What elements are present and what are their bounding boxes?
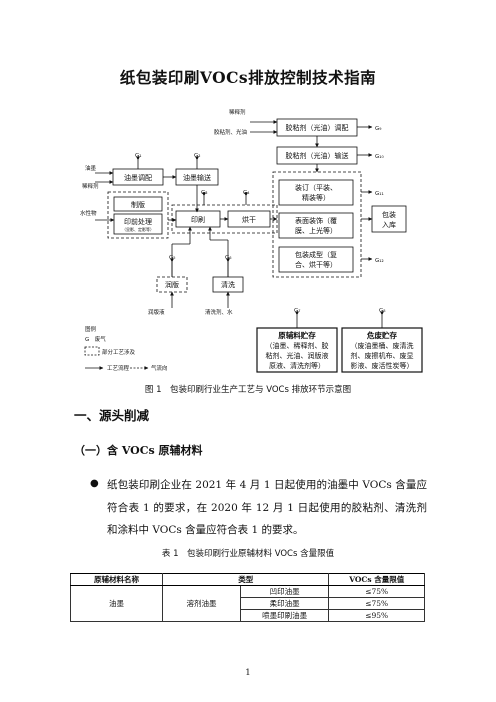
- table-header: 原辅材料名称: [69, 573, 164, 586]
- gas-g1: G₁: [135, 153, 141, 159]
- table-row: 喷墨印刷油墨 ≤95%: [71, 609, 425, 622]
- legend-partial: 部分工艺涉及: [102, 348, 136, 356]
- input-fountain: 润版液: [148, 308, 165, 316]
- box-forming: [278, 246, 354, 273]
- legend-dashed-box: [84, 346, 100, 356]
- figure-caption: 图 1 包装印刷行业生产工艺与 VOCs 排放环节示意图: [144, 385, 352, 395]
- label-printing: 印刷: [191, 216, 205, 224]
- label-forming-2: 合、烘干等）: [295, 260, 337, 269]
- gas-g4: G₄: [243, 190, 250, 196]
- legend-process: 工艺流程: [107, 364, 130, 372]
- label-binding-2: 精装等）: [302, 193, 330, 202]
- gas-g9: G₉: [375, 126, 381, 132]
- table-cell-limit: ≤75%: [328, 585, 425, 598]
- label-cleaning: 清洗: [221, 280, 235, 289]
- table-header: VOCs 含量限值: [328, 573, 425, 586]
- gas-g5: G₅: [169, 255, 175, 261]
- label-hazard-title: 危废贮存: [367, 330, 397, 340]
- input-ink: 油墨: [85, 164, 97, 172]
- label-plate-making: 制版: [131, 200, 145, 209]
- table-cell-subtype: 喷墨印刷油墨: [239, 609, 330, 622]
- subsection-heading: （一）含 VOCs 原辅材料: [74, 444, 203, 457]
- box-storage: [371, 205, 407, 233]
- gas-g12: G₁₂: [375, 258, 384, 264]
- gas-g6: G₆: [225, 255, 232, 261]
- table-cell-material: 油墨: [69, 585, 164, 622]
- label-binding-1: 装订（平装、: [295, 183, 337, 192]
- input-thinner: 稀释剂: [229, 108, 246, 116]
- process-flow-diagram: 稀释剂 胶粘剂、光油 胶粘剂（光油）调配 胶粘剂（光油）输送 G₉ G₁₀ 油墨…: [80, 108, 423, 373]
- label-prepress: 印前处理: [124, 217, 152, 226]
- label-glue-mix: 胶粘剂（光油）调配: [286, 123, 349, 132]
- bullet-icon: ●: [90, 478, 99, 489]
- group-print-dry: [171, 204, 278, 234]
- label-ink-mix: 油墨调配: [124, 173, 152, 182]
- table-cell-subtype: 柔印油墨: [239, 597, 330, 610]
- table-header: 类型: [162, 573, 330, 586]
- input-cleaning: 清洗剂、水: [205, 308, 233, 316]
- legend-title: 图例: [85, 325, 97, 333]
- table-cell-limit: ≤75%: [328, 597, 425, 610]
- gas-g7: G₇: [294, 308, 300, 314]
- table-cell-subtype: 凹印油墨: [239, 585, 330, 598]
- section-heading: 一、源头削减: [74, 408, 150, 423]
- label-finishing-1: 表面装饰（覆: [295, 216, 337, 225]
- body-paragraph: 纸包装印刷企业在 2021 年 4 月 1 日起使用的油墨中 VOCs 含量应符…: [107, 479, 427, 536]
- label-ink-feed: 油墨输送: [183, 173, 211, 182]
- label-forming-1: 包装成型（复: [295, 250, 337, 259]
- label-storage-1: 包装: [382, 210, 396, 219]
- label-dampening: 润版: [165, 280, 179, 289]
- gas-g2: G₂: [194, 153, 200, 159]
- label-raw-storage-title: 原辅料贮存: [278, 330, 316, 340]
- group-postpress: [272, 171, 362, 278]
- page-number: 1: [245, 668, 251, 678]
- label-hazard-3: 影液、废活性炭等）: [351, 361, 414, 370]
- label-hazard-2: 剂、废擦机布、废显: [351, 351, 414, 360]
- label-storage-2: 入库: [382, 220, 396, 229]
- label-hazard-1: （废油墨桶、废清洗: [351, 341, 414, 350]
- label-glue-feed: 胶粘剂（光油）输送: [286, 151, 349, 160]
- box-finishing: [278, 212, 354, 239]
- box-prepress: [113, 213, 163, 235]
- table-cell-category: 溶剂油墨: [162, 585, 241, 622]
- label-drying: 烘干: [242, 215, 256, 224]
- gas-g3: G₃: [201, 190, 207, 196]
- label-raw-storage-2: 粘剂、光油、润版液: [266, 351, 329, 360]
- box-plate-making: [113, 196, 163, 212]
- legend-gasflow: 气流向: [151, 364, 168, 372]
- page-title: 纸包装印刷VOCs排放控制技术指南: [119, 68, 377, 87]
- label-raw-storage-1: （油墨、稀释剂、胶: [266, 341, 329, 350]
- table-cell-limit: ≤95%: [328, 609, 425, 622]
- legend-gas: G 废气: [85, 335, 106, 343]
- input-glue: 胶粘剂、光油: [214, 128, 248, 136]
- label-prepress-sub: （显影、定影等）: [122, 226, 154, 232]
- input-ink-thinner: 稀释剂: [82, 182, 99, 190]
- table-caption: 表 1 包装印刷行业原辅材料 VOCs 含量限值: [161, 549, 335, 559]
- gas-g10: G₁₀: [375, 154, 384, 160]
- input-water-based: 水性物: [80, 209, 97, 217]
- table-row: 油墨 溶剂油墨 凹印油墨 ≤75%: [69, 585, 425, 622]
- diagram-text: 稀释剂 胶粘剂、光油 胶粘剂（光油）调配 胶粘剂（光油）输送 G₉ G₁₀ 油墨…: [80, 108, 414, 372]
- table-header-row: 原辅材料名称 类型 VOCs 含量限值: [69, 573, 425, 586]
- gas-g8: G₈: [379, 308, 386, 314]
- box-binding: [278, 179, 354, 206]
- voc-limit-table: 原辅材料名称 类型 VOCs 含量限值 油墨 溶剂油墨 凹印油墨 ≤75% 柔印…: [69, 573, 425, 622]
- group-prepress: [107, 191, 169, 239]
- label-finishing-2: 膜、上光等）: [295, 226, 337, 235]
- gas-g11: G₁₁: [375, 191, 384, 197]
- label-raw-storage-3: 原液、清洗剂等）: [269, 361, 325, 370]
